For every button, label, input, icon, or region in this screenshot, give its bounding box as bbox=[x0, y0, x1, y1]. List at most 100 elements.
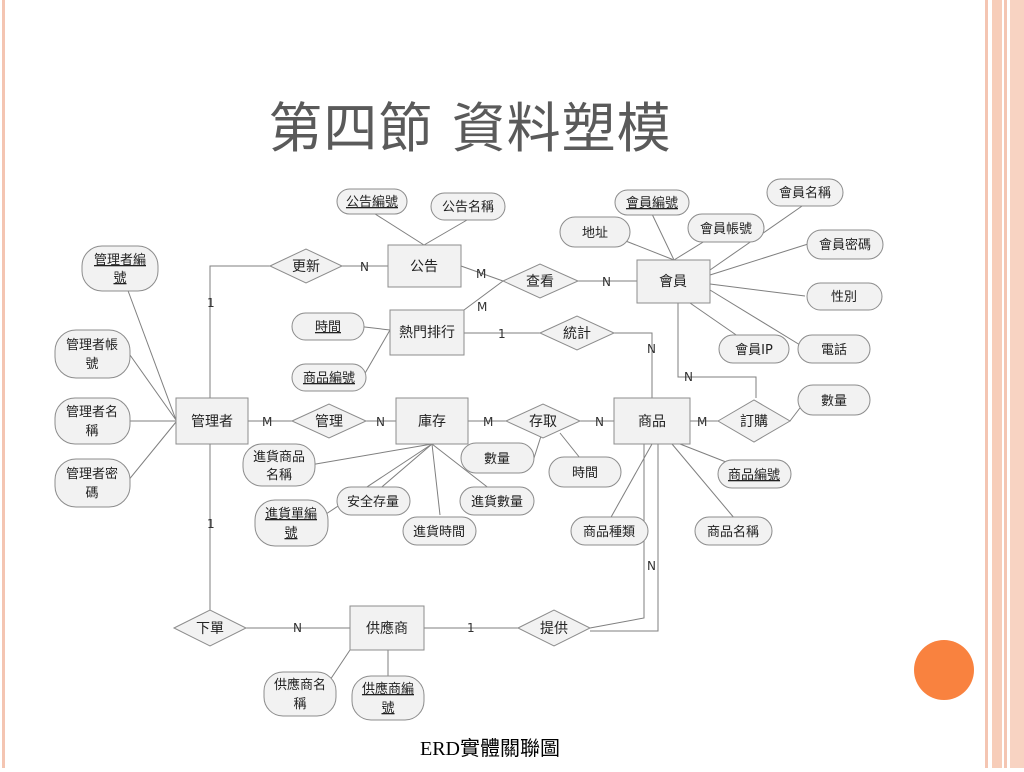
attr-access-qty: 數量 bbox=[460, 442, 535, 474]
attr-inbound-time: 進貨時間 bbox=[402, 516, 477, 546]
attr-member-name: 會員名稱 bbox=[766, 178, 844, 207]
entity-announcement: 公告 bbox=[387, 244, 462, 288]
svg-text:稱: 稱 bbox=[85, 424, 98, 439]
attr-product-name: 商品名稱 bbox=[694, 516, 773, 546]
svg-text:查看: 查看 bbox=[526, 274, 554, 290]
attr-phone: 電話 bbox=[797, 334, 871, 364]
svg-text:提供: 提供 bbox=[540, 621, 568, 637]
attr-inbound-qty: 進貨數量 bbox=[459, 486, 535, 516]
svg-text:號: 號 bbox=[113, 271, 126, 286]
svg-text:會員名稱: 會員名稱 bbox=[779, 185, 831, 201]
attr-announcement-id: 公告編號 bbox=[336, 188, 408, 215]
svg-text:下單: 下單 bbox=[196, 621, 224, 637]
svg-text:供應商編: 供應商編 bbox=[362, 681, 414, 697]
right-frame-stripes bbox=[985, 0, 1024, 768]
card-manage-inventory: N bbox=[376, 415, 385, 429]
attr-member-id: 會員編號 bbox=[614, 189, 690, 216]
svg-text:性別: 性別 bbox=[831, 290, 857, 305]
attr-admin-id: 管理者編 號 bbox=[81, 245, 159, 292]
svg-text:庫存: 庫存 bbox=[418, 413, 446, 430]
rel-update: 更新 bbox=[268, 248, 344, 284]
rel-place-order: 下單 bbox=[172, 609, 248, 647]
card-provide-product: N bbox=[647, 559, 656, 573]
svg-text:管理者編: 管理者編 bbox=[94, 252, 146, 268]
entity-product: 商品 bbox=[613, 397, 691, 445]
attr-supplier-name: 供應商名 稱 bbox=[263, 671, 337, 717]
svg-text:管理者名: 管理者名 bbox=[66, 404, 118, 420]
svg-text:數量: 數量 bbox=[821, 394, 847, 409]
slide-title: 第四節 資料塑模 bbox=[268, 97, 672, 160]
svg-text:管理者密: 管理者密 bbox=[66, 466, 118, 482]
attr-member-password: 會員密碼 bbox=[806, 229, 884, 260]
svg-text:商品編號: 商品編號 bbox=[303, 370, 355, 386]
attr-ranking-time: 時間 bbox=[291, 312, 365, 341]
svg-text:名稱: 名稱 bbox=[266, 467, 292, 483]
svg-text:安全存量: 安全存量 bbox=[347, 494, 399, 510]
card-admin-update: 1 bbox=[207, 296, 215, 310]
entity-admin: 管理者 bbox=[175, 397, 249, 445]
card-inventory-access: M bbox=[483, 415, 493, 429]
attr-inbound-product-name: 進貨商品 名稱 bbox=[242, 443, 316, 487]
card-announcement-view: M bbox=[476, 267, 486, 281]
svg-text:進貨數量: 進貨數量 bbox=[471, 494, 523, 510]
entity-member: 會員 bbox=[636, 259, 711, 304]
svg-text:商品: 商品 bbox=[638, 414, 666, 430]
attr-gender: 性別 bbox=[806, 282, 883, 311]
accent-circle bbox=[914, 640, 974, 700]
svg-text:稱: 稱 bbox=[293, 697, 306, 712]
rel-stats: 統計 bbox=[538, 315, 616, 351]
relationships: 更新 查看 統計 管理 存取 訂購 下單 提供 bbox=[172, 248, 791, 647]
entity-supplier: 供應商 bbox=[349, 605, 425, 651]
card-ranking-view: M bbox=[477, 300, 487, 314]
rel-view: 查看 bbox=[501, 263, 580, 299]
svg-text:進貨時間: 進貨時間 bbox=[413, 524, 465, 540]
left-frame-line bbox=[2, 0, 5, 768]
svg-text:管理者帳: 管理者帳 bbox=[66, 338, 118, 353]
card-update-announcement: N bbox=[360, 260, 369, 274]
rel-access: 存取 bbox=[504, 403, 582, 439]
rel-provide: 提供 bbox=[516, 609, 592, 647]
attributes: 公告編號 公告名稱 會員編號 會員名稱 會員帳號 地址 會員密碼 性別 bbox=[54, 178, 884, 721]
svg-text:存取: 存取 bbox=[529, 414, 557, 430]
svg-text:號: 號 bbox=[85, 357, 98, 372]
rel-order: 訂購 bbox=[717, 399, 791, 443]
svg-text:訂購: 訂購 bbox=[740, 414, 768, 430]
attr-member-ip: 會員IP bbox=[718, 334, 790, 364]
svg-text:供應商名: 供應商名 bbox=[274, 677, 326, 693]
svg-text:會員: 會員 bbox=[659, 274, 687, 290]
card-supplier-provide: 1 bbox=[467, 621, 475, 635]
svg-text:公告名稱: 公告名稱 bbox=[442, 199, 494, 215]
attr-admin-account: 管理者帳 號 bbox=[54, 329, 131, 379]
svg-text:數量: 數量 bbox=[484, 452, 510, 467]
svg-text:會員IP: 會員IP bbox=[735, 343, 773, 358]
card-ranking-stats: 1 bbox=[498, 327, 506, 341]
svg-text:商品編號: 商品編號 bbox=[728, 467, 780, 483]
attr-ranking-product-id: 商品編號 bbox=[291, 363, 367, 392]
svg-text:時間: 時間 bbox=[315, 320, 341, 335]
svg-text:會員編號: 會員編號 bbox=[626, 195, 678, 211]
attr-product-category: 商品種類 bbox=[570, 516, 649, 546]
entity-inventory: 庫存 bbox=[395, 397, 469, 445]
attr-safety-stock: 安全存量 bbox=[336, 486, 411, 516]
svg-text:號: 號 bbox=[284, 526, 297, 541]
card-member-order: N bbox=[684, 370, 693, 384]
entity-hot-ranking: 熱門排行 bbox=[389, 309, 465, 356]
card-view-member: N bbox=[602, 275, 611, 289]
attr-supplier-id: 供應商編 號 bbox=[351, 675, 425, 721]
card-access-product: N bbox=[595, 415, 604, 429]
svg-text:會員密碼: 會員密碼 bbox=[819, 237, 871, 253]
card-admin-place: 1 bbox=[207, 517, 215, 531]
svg-text:公告: 公告 bbox=[410, 259, 438, 275]
attr-admin-name: 管理者名 稱 bbox=[54, 397, 131, 445]
svg-text:統計: 統計 bbox=[563, 326, 591, 342]
svg-text:電話: 電話 bbox=[821, 342, 847, 358]
cardinality-labels: 1 N M N M 1 N M N M N M N 1 N 1 N bbox=[207, 260, 707, 635]
attr-access-time: 時間 bbox=[548, 456, 622, 488]
attr-announcement-name: 公告名稱 bbox=[430, 192, 506, 221]
attr-admin-password: 管理者密 碼 bbox=[54, 458, 131, 508]
attr-address: 地址 bbox=[559, 216, 631, 248]
card-stats-product: N bbox=[647, 342, 656, 356]
svg-text:更新: 更新 bbox=[292, 259, 320, 275]
card-place-supplier: N bbox=[293, 621, 302, 635]
